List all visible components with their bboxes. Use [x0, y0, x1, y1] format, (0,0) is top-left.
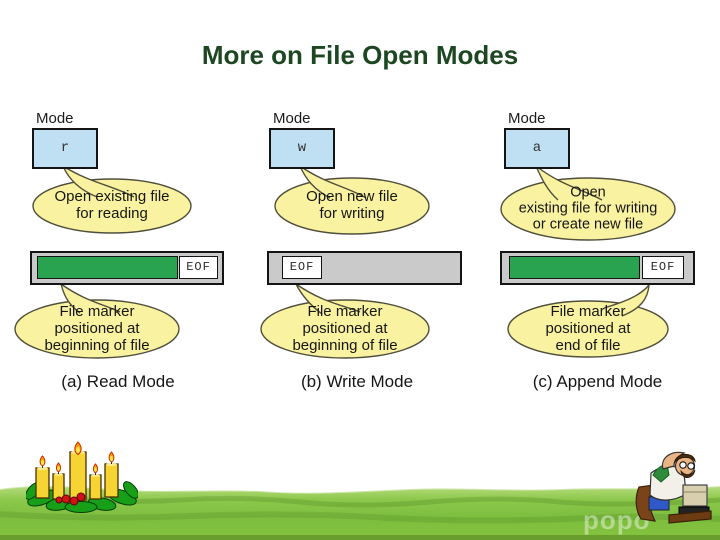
mode-label: Mode [36, 110, 74, 127]
file-bar: EOF [30, 251, 224, 285]
file-bar: EOF [267, 251, 462, 285]
grass-shadow-band-2 [0, 511, 720, 524]
mustache [680, 469, 696, 479]
open-bubble-text: Open existing file for reading [54, 188, 170, 222]
read-marker-bubble-shape [14, 282, 180, 359]
append-open-bubble-shape [500, 163, 676, 241]
marker-bubble-text: File marker positioned at end of file [545, 302, 631, 354]
mode-value: r [60, 140, 70, 156]
file-content-green [37, 256, 178, 279]
eof-box: EOF [642, 256, 684, 279]
glasses-left-lens [679, 461, 687, 469]
grass-shape [0, 485, 720, 540]
grass-bottom-edge [0, 535, 720, 540]
mode-label: Mode [508, 110, 546, 127]
caption-write: (b) Write Mode [300, 372, 414, 391]
caption-append: (c) Append Mode [532, 372, 663, 391]
marker-bubble-text: File marker positioned at beginning of f… [44, 302, 150, 354]
hair [674, 453, 696, 464]
append-marker-bubble-shape [507, 282, 669, 358]
grass-shadow-band [59, 495, 720, 508]
christmas-candles-image [26, 441, 138, 513]
file-content-green [509, 256, 640, 279]
grass-hill [0, 484, 720, 540]
desk-board [668, 510, 712, 524]
candle-flame-cores [40, 446, 114, 472]
slide-title: More on File Open Modes [201, 40, 519, 70]
write-marker-bubble-shape [260, 283, 430, 359]
man-at-computer-image [635, 451, 712, 524]
mode-box: r [32, 128, 98, 169]
open-bubble-text: Open new file for writing [306, 188, 398, 222]
glasses-right-lens [687, 462, 695, 470]
open-bubble-text: Open existing file for writing or create… [518, 184, 658, 234]
holly-berries [55, 492, 86, 506]
marker-bubble-text: File marker positioned at beginning of f… [292, 302, 398, 354]
mode-box: w [269, 128, 335, 169]
file-bar: EOF [500, 251, 695, 285]
eof-box: EOF [179, 256, 218, 279]
eof-box: EOF [282, 256, 322, 279]
mode-value: w [297, 140, 307, 156]
write-open-bubble-shape [274, 164, 430, 235]
caption-read: (a) Read Mode [61, 372, 175, 391]
mode-box: a [504, 128, 570, 169]
mode-label: Mode [273, 110, 311, 127]
computer-monitor [682, 484, 708, 507]
mode-value: a [532, 140, 542, 156]
